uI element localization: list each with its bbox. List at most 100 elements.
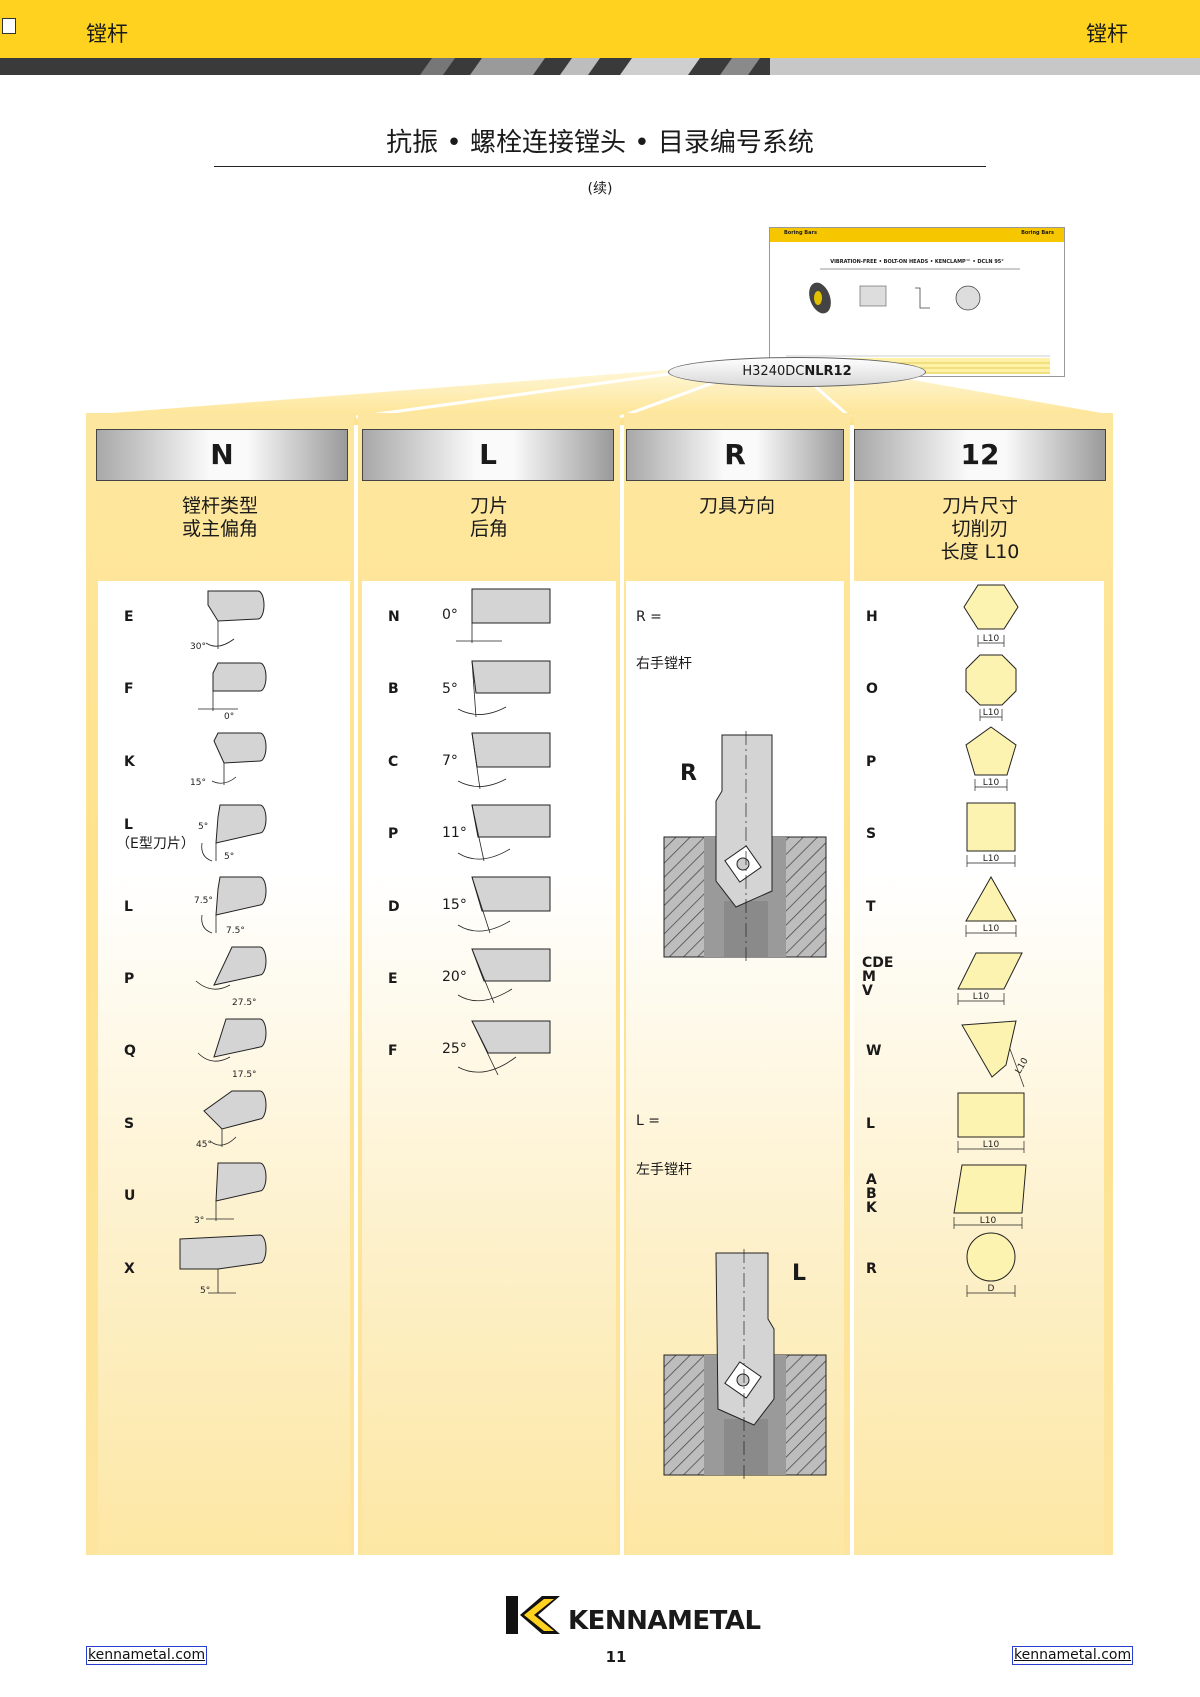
insert-shape-code: CDE M V — [862, 955, 894, 999]
clearance-angle: 25° — [442, 1041, 467, 1057]
bar-head-s — [203, 1090, 267, 1130]
title-line: 刀片尺寸 — [941, 495, 1018, 517]
insert-shape-code: P — [866, 754, 877, 770]
bar-head-p — [213, 946, 267, 986]
clearance-code: C — [388, 754, 399, 770]
bar-type-angle: 5° — [198, 822, 208, 832]
bar-type-code: F — [124, 681, 134, 697]
column-bar-type: N 镗杆类型 或主偏角 E F K L （E型刀片） L P Q S U X — [86, 413, 354, 1555]
header-stripe-bar — [0, 58, 1200, 75]
left-hand-bar-diagram — [663, 1249, 827, 1479]
clearance-code: N — [388, 609, 400, 625]
insert-dim-label: D — [988, 1284, 995, 1294]
catalog-number-highlight: NLR12 — [804, 364, 852, 379]
bar-type-diagrams: 30° 0° 15° 5° 5° 7.5° 7.5° 27.5° 17.5° 4… — [179, 590, 267, 1296]
right-hand-letter: R — [680, 761, 697, 786]
bar-type-angle: 0° — [224, 712, 234, 722]
clearance-angle: 5° — [442, 681, 458, 697]
clearance-code: D — [388, 899, 400, 915]
header-section-left: 镗杆 — [86, 22, 128, 46]
triangle-insert — [965, 875, 1017, 922]
bar-type-angle: 3° — [194, 1216, 204, 1226]
insert-dim-label: L10 — [1014, 1056, 1031, 1075]
title-divider — [214, 166, 986, 167]
footer-link-left[interactable]: kennametal.com — [86, 1646, 208, 1665]
insert-shape-code: A B K — [866, 1172, 877, 1216]
insert-dim-label: L10 — [973, 992, 990, 1002]
catalog-number-prefix: H3240DC — [742, 364, 805, 379]
clearance-code: P — [388, 826, 399, 842]
bar-type-angle: 5° — [200, 1286, 210, 1296]
column-title-bar-type: 镗杆类型 或主偏角 — [86, 495, 354, 541]
bar-type-code: Q — [124, 1043, 136, 1059]
left-hand-letter: L — [792, 1261, 807, 1286]
column-code-12: 12 — [854, 429, 1106, 481]
insert-dim-label: L10 — [983, 778, 1000, 788]
kennametal-logo-mark — [506, 1596, 560, 1634]
round-insert — [966, 1232, 1016, 1282]
clearance-panel: N B C P D E F 0° 5° 7° 11° 15° 20° 25° — [362, 581, 616, 1555]
insert-dim-label: L10 — [983, 924, 1000, 934]
column-insert-size: 12 刀片尺寸 切削刃 长度 L10 H O P S T CDE M V W L… — [854, 413, 1113, 1555]
bar-type-note: （E型刀片） — [116, 836, 195, 852]
bar-type-code: X — [124, 1261, 135, 1277]
rhombic-insert — [957, 952, 1023, 990]
title-line: 后角 — [469, 518, 508, 540]
bar-type-code: L — [124, 817, 133, 833]
pentagon-insert — [965, 726, 1017, 776]
column-code-r: R — [626, 429, 844, 481]
insert-shape-diagrams: L10 L10 L10 L10 L10 L10 L10 L10 L10 D — [953, 584, 1031, 1297]
insert-dim-label: L10 — [983, 854, 1000, 864]
clearance-diagrams — [456, 588, 551, 1076]
bar-type-angle: 27.5° — [232, 998, 257, 1008]
column-code-n: N — [96, 429, 348, 481]
footer-link-right[interactable]: kennametal.com — [1012, 1646, 1134, 1665]
clearance-angle: 7° — [442, 753, 458, 769]
bar-head-e — [207, 590, 265, 622]
insert-shape-code: T — [866, 899, 876, 915]
bar-type-angle: 15° — [190, 778, 206, 788]
right-hand-desc: 右手镗杆 — [636, 656, 692, 672]
clearance-code: F — [388, 1043, 398, 1059]
bar-type-angle: 17.5° — [232, 1070, 257, 1080]
bar-head-l2 — [215, 876, 267, 916]
column-direction: R 刀具方向 R = 右手镗杆 L = 左手镗杆 R L — [624, 413, 850, 1555]
insert-size-panel: H O P S T CDE M V W L A B K R — [854, 581, 1104, 1555]
bar-type-code: K — [124, 754, 135, 770]
trigon-insert — [961, 1020, 1017, 1078]
page-title: 抗振 • 螺栓连接镗头 • 目录编号系统 — [386, 128, 814, 158]
bar-type-code: E — [124, 609, 134, 625]
insert-dim-label: L10 — [983, 708, 1000, 718]
page-number: 11 — [605, 1648, 627, 1666]
clearance-code: B — [388, 681, 399, 697]
insert-shape-code: L — [866, 1116, 875, 1132]
top-banner: 镗杆 镗杆 — [0, 0, 1200, 58]
document-icon — [2, 18, 16, 34]
bar-type-angle: 5° — [224, 852, 234, 862]
title-line: 长度 L10 — [940, 541, 1020, 563]
bar-type-code: S — [124, 1116, 135, 1132]
bar-head-x — [179, 1234, 267, 1270]
insert-shape-code: O — [866, 681, 878, 697]
catalog-page-thumbnail: Boring Bars Boring Bars VIBRATION-FREE •… — [769, 227, 1065, 377]
hexagon-insert — [963, 584, 1019, 630]
bar-head-q — [213, 1018, 267, 1058]
bar-type-angle: 7.5° — [226, 926, 245, 936]
bar-head-l — [215, 804, 267, 844]
square-insert — [966, 802, 1016, 852]
clearance-angle: 15° — [442, 897, 467, 913]
column-title-direction: 刀具方向 — [624, 495, 850, 518]
title-line: 镗杆类型 — [181, 495, 258, 517]
title-line: 刀片 — [469, 495, 508, 517]
title-line: 刀具方向 — [698, 495, 775, 517]
bar-type-angle: 7.5° — [194, 896, 213, 906]
catalog-number-callout: H3240DCNLR12 — [668, 357, 926, 387]
bar-type-code: L — [124, 899, 133, 915]
parallelogram-insert — [953, 1164, 1027, 1214]
thumbnail-title: VIBRATION-FREE • BOLT-ON HEADS • KENCLAM… — [830, 259, 1004, 265]
rectangle-insert — [957, 1092, 1025, 1138]
insert-shape-code: H — [866, 609, 878, 625]
clearance-angle: 11° — [442, 825, 467, 841]
bar-type-angle: 30° — [190, 642, 206, 652]
left-hand-code: L = — [636, 1113, 660, 1129]
